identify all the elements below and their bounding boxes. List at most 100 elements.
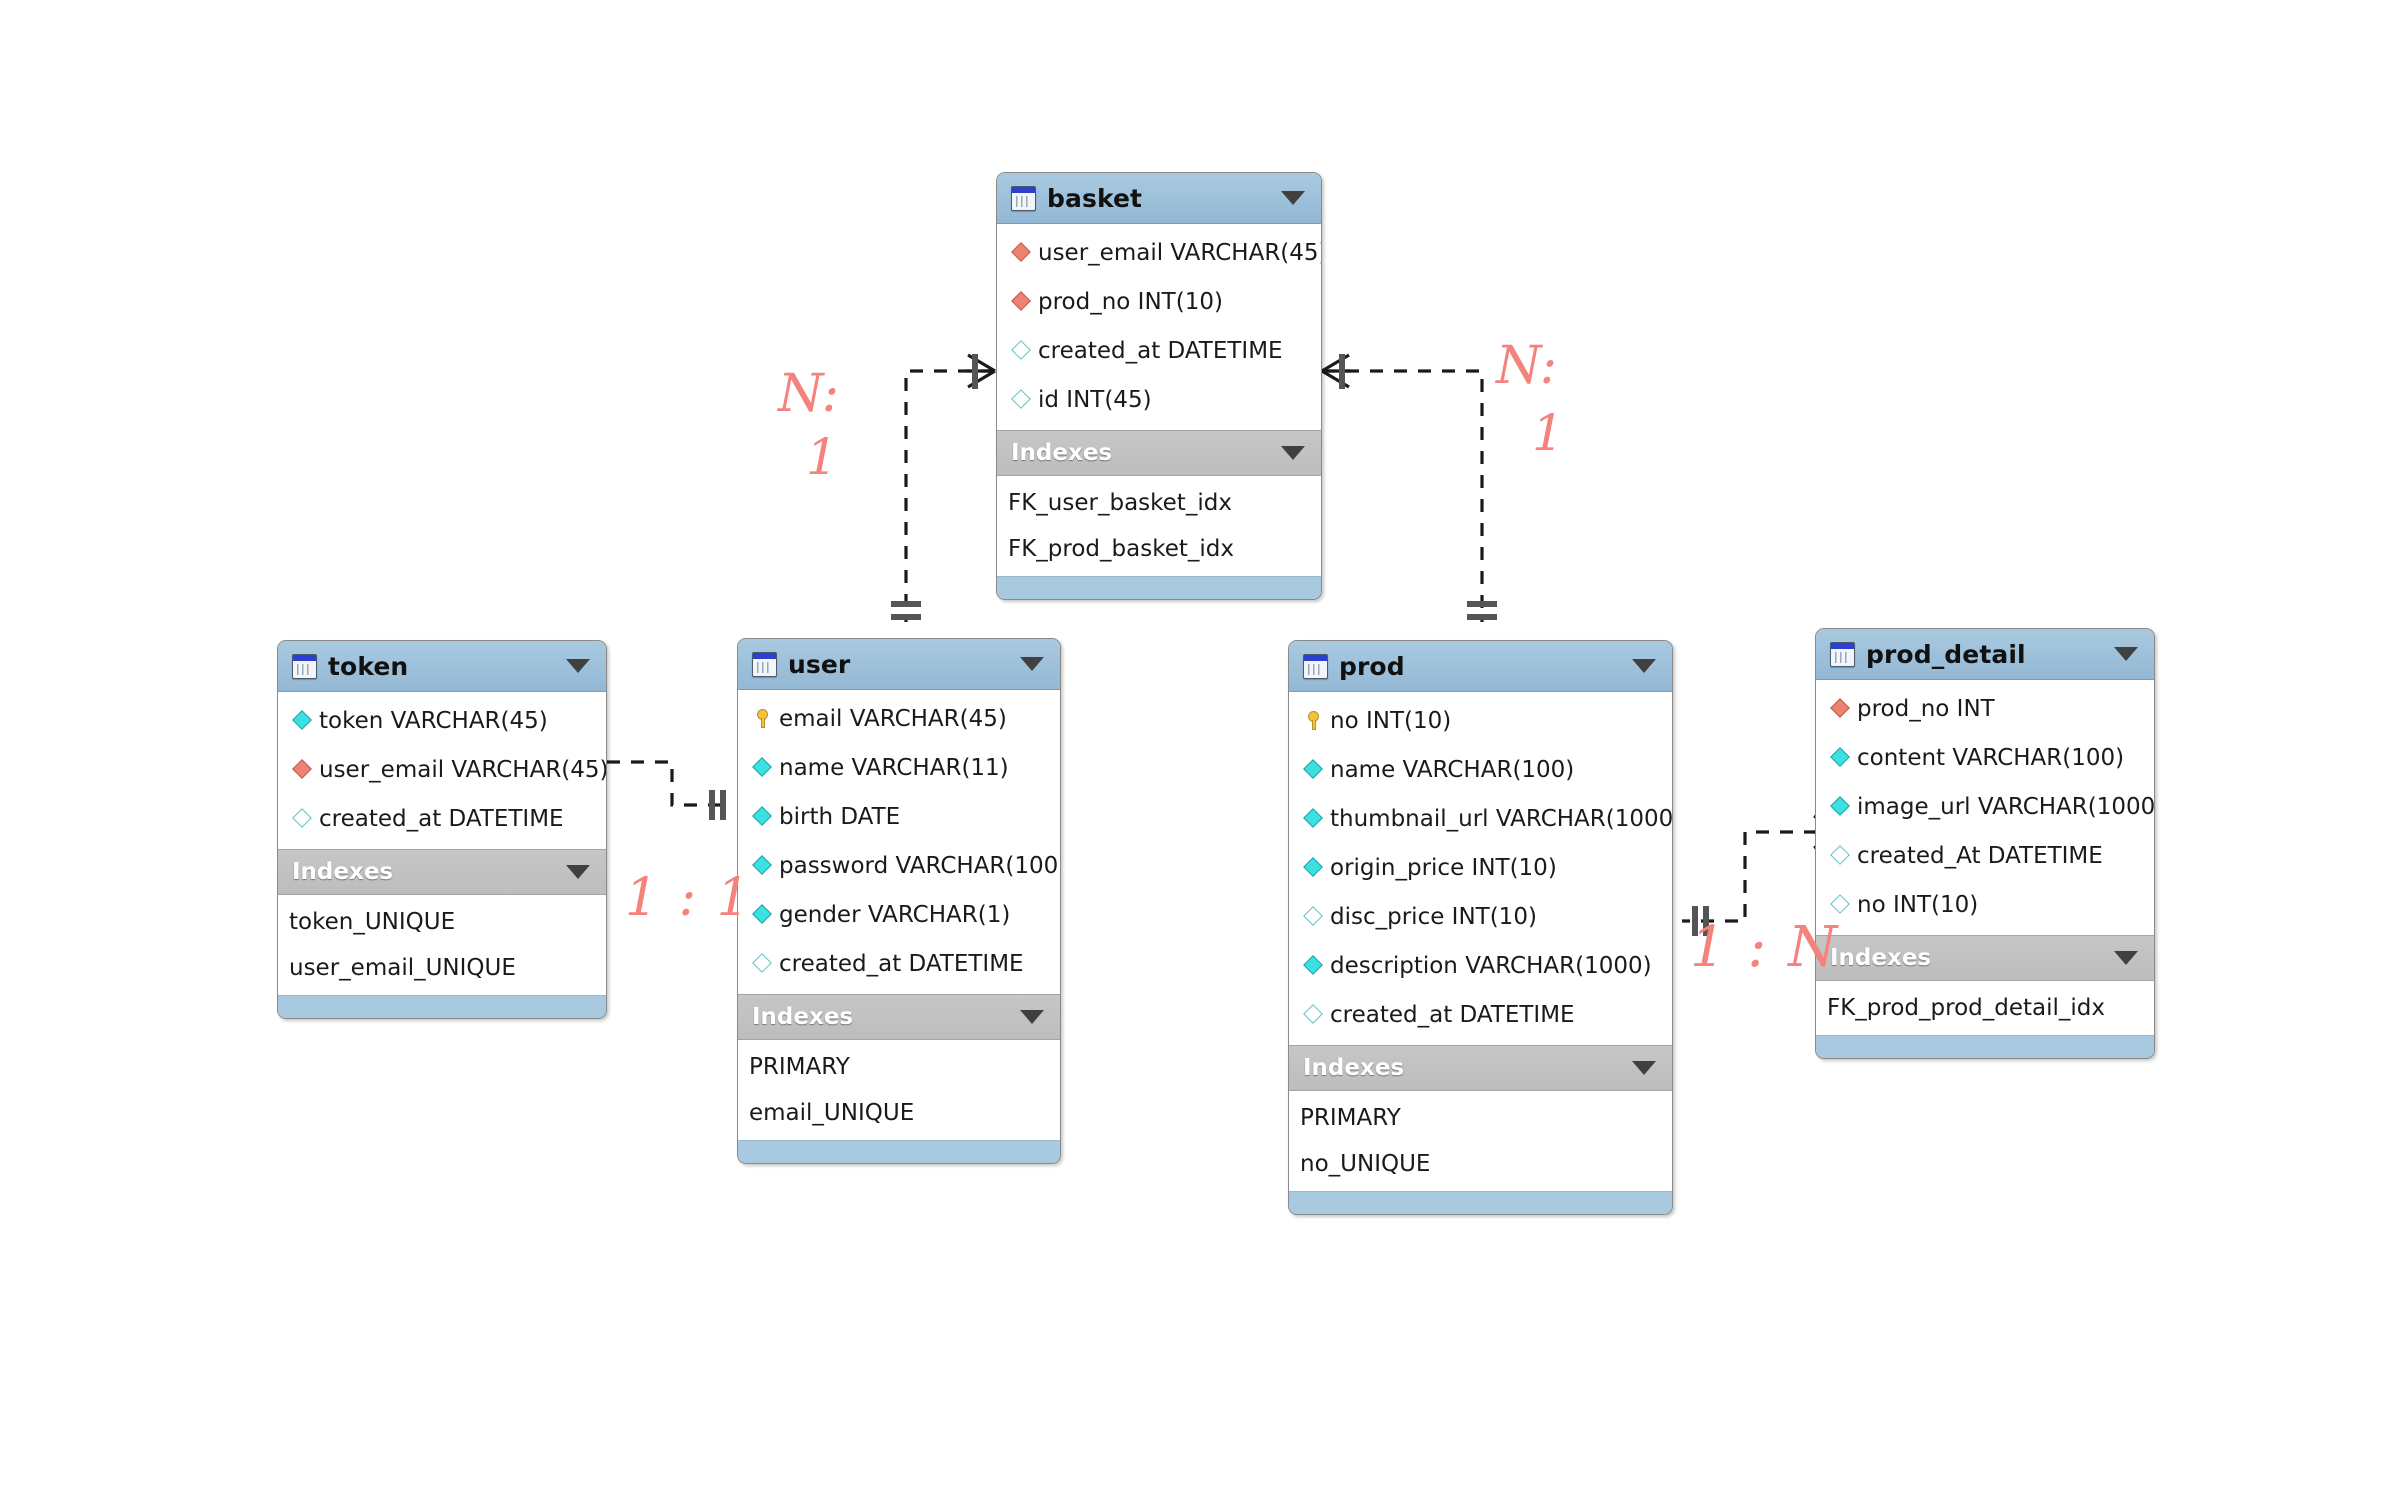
column-row[interactable]: name VARCHAR(100) <box>1289 745 1672 794</box>
collapse-caret-icon[interactable] <box>1281 191 1305 205</box>
column-label: email VARCHAR(45) <box>779 705 1007 732</box>
nullable-diamond-icon <box>1830 844 1852 867</box>
indexes-header-token[interactable]: Indexes <box>278 849 606 895</box>
nullable-diamond-icon <box>292 807 314 830</box>
table-title: user <box>788 649 851 679</box>
index-row[interactable]: PRIMARY <box>1300 1105 1401 1131</box>
collapse-caret-icon[interactable] <box>1020 657 1044 671</box>
annotation-n-one-left-bottom: 1 <box>806 428 838 486</box>
column-label: created_At DATETIME <box>1857 842 2103 869</box>
er-table-basket[interactable]: basket user_email VARCHAR(45) prod_no IN… <box>996 172 1322 600</box>
index-row[interactable]: token_UNIQUE <box>289 909 456 935</box>
table-footer <box>997 576 1321 599</box>
column-row[interactable]: name VARCHAR(11) <box>738 743 1060 792</box>
table-footer <box>1816 1035 2154 1058</box>
table-icon <box>752 651 777 677</box>
column-row[interactable]: user_email VARCHAR(45) <box>997 228 1321 277</box>
relationship-prod-basket[interactable] <box>1321 353 1497 622</box>
er-table-user[interactable]: user email VARCHAR(45) name VARCHAR(11) … <box>737 638 1061 1164</box>
column-row[interactable]: disc_price INT(10) <box>1289 892 1672 941</box>
column-row[interactable]: no INT(10) <box>1816 880 2154 929</box>
column-row[interactable]: created_at DATETIME <box>997 326 1321 375</box>
indexes-header-basket[interactable]: Indexes <box>997 430 1321 476</box>
index-row[interactable]: PRIMARY <box>749 1054 850 1080</box>
indexes-header-prod[interactable]: Indexes <box>1289 1045 1672 1091</box>
index-row[interactable]: email_UNIQUE <box>749 1100 915 1126</box>
er-table-token[interactable]: token token VARCHAR(45) user_email VARCH… <box>277 640 607 1019</box>
table-header-prod_detail[interactable]: prod_detail <box>1816 629 2154 680</box>
column-label: user_email VARCHAR(45) <box>1038 239 1322 266</box>
table-title: basket <box>1047 183 1143 213</box>
column-row[interactable]: prod_no INT <box>1816 684 2154 733</box>
notnull-diamond-icon <box>1830 795 1852 818</box>
column-row[interactable]: token VARCHAR(45) <box>278 696 606 745</box>
collapse-caret-icon[interactable] <box>1281 446 1305 460</box>
indexes-header-user[interactable]: Indexes <box>738 994 1060 1040</box>
fk-notnull-diamond-icon <box>1011 241 1033 264</box>
indexes-header-prod_detail[interactable]: Indexes <box>1816 935 2154 981</box>
annotation-one-one-token-user: 1 : 1 <box>625 868 752 928</box>
index-list: FK_prod_prod_detail_idx <box>1816 981 2154 1035</box>
column-row[interactable]: gender VARCHAR(1) <box>738 890 1060 939</box>
collapse-caret-icon[interactable] <box>1632 1061 1656 1075</box>
column-row[interactable]: description VARCHAR(1000) <box>1289 941 1672 990</box>
column-label: prod_no INT(10) <box>1038 288 1223 315</box>
table-header-prod[interactable]: prod <box>1289 641 1672 692</box>
column-label: description VARCHAR(1000) <box>1330 952 1652 979</box>
collapse-caret-icon[interactable] <box>2114 951 2138 965</box>
collapse-caret-icon[interactable] <box>566 865 590 879</box>
column-row[interactable]: id INT(45) <box>997 375 1321 424</box>
indexes-label: Indexes <box>292 859 394 885</box>
er-table-prod_detail[interactable]: prod_detail prod_no INT content VARCHAR(… <box>1815 628 2155 1059</box>
column-label: created_at DATETIME <box>1330 1001 1575 1028</box>
column-label: id INT(45) <box>1038 386 1152 413</box>
table-footer <box>738 1140 1060 1163</box>
column-label: created_at DATETIME <box>1038 337 1283 364</box>
column-row[interactable]: no INT(10) <box>1289 696 1672 745</box>
index-list: PRIMARY no_UNIQUE <box>1289 1091 1672 1191</box>
index-row[interactable]: user_email_UNIQUE <box>289 955 516 981</box>
column-label: birth DATE <box>779 803 901 830</box>
collapse-caret-icon[interactable] <box>2114 647 2138 661</box>
index-row[interactable]: no_UNIQUE <box>1300 1151 1431 1177</box>
nullable-diamond-icon <box>1011 339 1033 362</box>
collapse-caret-icon[interactable] <box>1632 659 1656 673</box>
index-row[interactable]: FK_prod_prod_detail_idx <box>1827 995 2105 1021</box>
column-row[interactable]: birth DATE <box>738 792 1060 841</box>
column-label: thumbnail_url VARCHAR(1000) <box>1330 805 1673 832</box>
column-label: token VARCHAR(45) <box>319 707 548 734</box>
column-row[interactable]: prod_no INT(10) <box>997 277 1321 326</box>
column-row[interactable]: image_url VARCHAR(1000) <box>1816 782 2154 831</box>
column-row[interactable]: created_at DATETIME <box>1289 990 1672 1039</box>
column-row[interactable]: content VARCHAR(100) <box>1816 733 2154 782</box>
collapse-caret-icon[interactable] <box>566 659 590 673</box>
relationship-user-basket[interactable] <box>891 353 996 622</box>
notnull-diamond-icon <box>292 709 314 732</box>
table-header-token[interactable]: token <box>278 641 606 692</box>
column-row[interactable]: user_email VARCHAR(45) <box>278 745 606 794</box>
column-row[interactable]: thumbnail_url VARCHAR(1000) <box>1289 794 1672 843</box>
annotation-n-one-right-bottom: 1 <box>1532 404 1564 462</box>
table-header-user[interactable]: user <box>738 639 1060 690</box>
index-row[interactable]: FK_user_basket_idx <box>1008 490 1232 516</box>
annotation-n-one-right-top: N: <box>1496 336 1558 396</box>
column-label: name VARCHAR(11) <box>779 754 1009 781</box>
table-header-basket[interactable]: basket <box>997 173 1321 224</box>
column-label: origin_price INT(10) <box>1330 854 1557 881</box>
collapse-caret-icon[interactable] <box>1020 1010 1044 1024</box>
column-row[interactable]: created_at DATETIME <box>738 939 1060 988</box>
index-row[interactable]: FK_prod_basket_idx <box>1008 536 1234 562</box>
table-icon <box>1011 185 1036 211</box>
column-list: token VARCHAR(45) user_email VARCHAR(45)… <box>278 692 606 849</box>
primary-key-icon <box>752 708 774 730</box>
indexes-label: Indexes <box>1830 945 1932 971</box>
er-table-prod[interactable]: prod no INT(10) name VARCHAR(100) thumbn… <box>1288 640 1673 1215</box>
table-title: prod_detail <box>1866 639 2026 669</box>
column-row[interactable]: created_at DATETIME <box>278 794 606 843</box>
annotation-one-n-prod-detail: 1 : N <box>1690 915 1840 980</box>
column-row[interactable]: email VARCHAR(45) <box>738 694 1060 743</box>
column-label: no INT(10) <box>1330 707 1452 734</box>
column-row[interactable]: created_At DATETIME <box>1816 831 2154 880</box>
column-row[interactable]: password VARCHAR(100) <box>738 841 1060 890</box>
column-row[interactable]: origin_price INT(10) <box>1289 843 1672 892</box>
